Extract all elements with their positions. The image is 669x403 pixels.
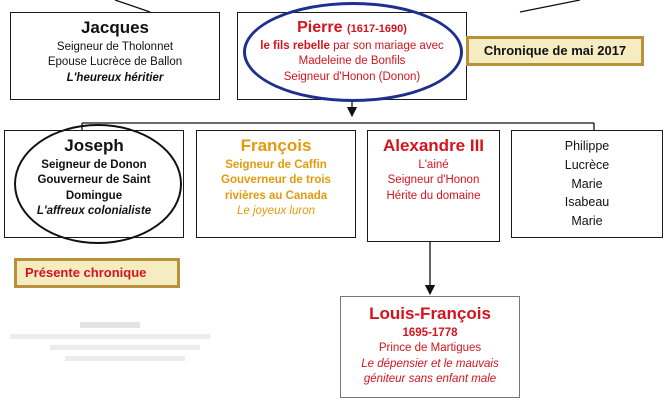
francois-note: Le joyeux luron bbox=[237, 205, 315, 218]
sibling-2: Lucrèce bbox=[564, 157, 610, 172]
presente-chronique-tag: Présente chronique bbox=[14, 258, 180, 288]
jacques-box: Jacques Seigneur de Tholonnet Epouse Luc… bbox=[10, 12, 220, 100]
sibling-3: Marie bbox=[571, 176, 603, 191]
sibling-1: Philippe bbox=[564, 139, 610, 153]
faded-background-text bbox=[10, 318, 220, 388]
alexandre-name: Alexandre III bbox=[382, 136, 485, 155]
louis-line: Prince de Martigues bbox=[378, 342, 482, 355]
top-connector-left bbox=[114, 0, 151, 13]
louis-note-1: Le dépensier et le mauvais bbox=[361, 357, 499, 370]
francois-line-3: rivières au Canada bbox=[224, 189, 328, 202]
sibling-4: Isabeau bbox=[564, 195, 610, 210]
jacques-line-1: Seigneur de Tholonnet bbox=[56, 40, 174, 53]
louis-dates: 1695-1778 bbox=[402, 326, 458, 339]
chronique-mai-tag: Chronique de mai 2017 bbox=[466, 36, 644, 66]
louis-note-2: géniteur sans enfant male bbox=[363, 373, 497, 386]
alexandre-box: Alexandre III L'ainé Seigneur d'Honon Hé… bbox=[367, 130, 500, 242]
francois-line-2: Gouverneur de trois bbox=[221, 174, 331, 187]
francois-box: François Seigneur de Caffin Gouverneur d… bbox=[196, 130, 356, 238]
siblings-box: Philippe Lucrèce Marie Isabeau Marie bbox=[511, 130, 663, 238]
louis-name: Louis-François bbox=[369, 304, 491, 323]
sibling-5: Marie bbox=[571, 214, 603, 228]
francois-name: François bbox=[240, 136, 312, 155]
jacques-line-2: Epouse Lucrèce de Ballon bbox=[47, 56, 183, 69]
francois-line-1: Seigneur de Caffin bbox=[225, 158, 327, 171]
jacques-name: Jacques bbox=[80, 18, 150, 37]
alexandre-line-1: L'ainé bbox=[418, 158, 449, 171]
louis-francois-box: Louis-François 1695-1778 Prince de Marti… bbox=[340, 296, 520, 398]
jacques-note: L'heureux héritier bbox=[66, 71, 164, 84]
joseph-highlight-oval bbox=[14, 124, 182, 244]
top-connector-right bbox=[519, 0, 581, 13]
alexandre-line-3: Hérite du domaine bbox=[386, 189, 481, 202]
pierre-highlight-oval bbox=[243, 2, 463, 102]
alexandre-line-2: Seigneur d'Honon bbox=[387, 174, 480, 187]
